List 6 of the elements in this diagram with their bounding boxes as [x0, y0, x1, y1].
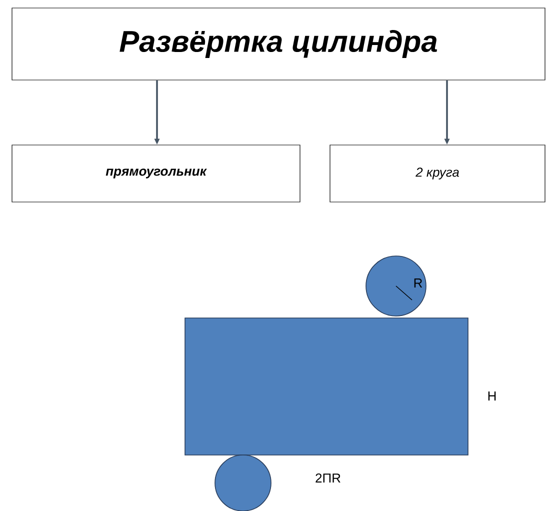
text-box: 2 круга [330, 144, 546, 202]
dimension-label: R [414, 278, 422, 288]
text-box: Развёртка цилиндра [12, 8, 546, 80]
text-box: прямоугольник [12, 144, 300, 202]
dimension-label: H [488, 392, 496, 400]
dimension-label: 2ПR [316, 473, 340, 483]
